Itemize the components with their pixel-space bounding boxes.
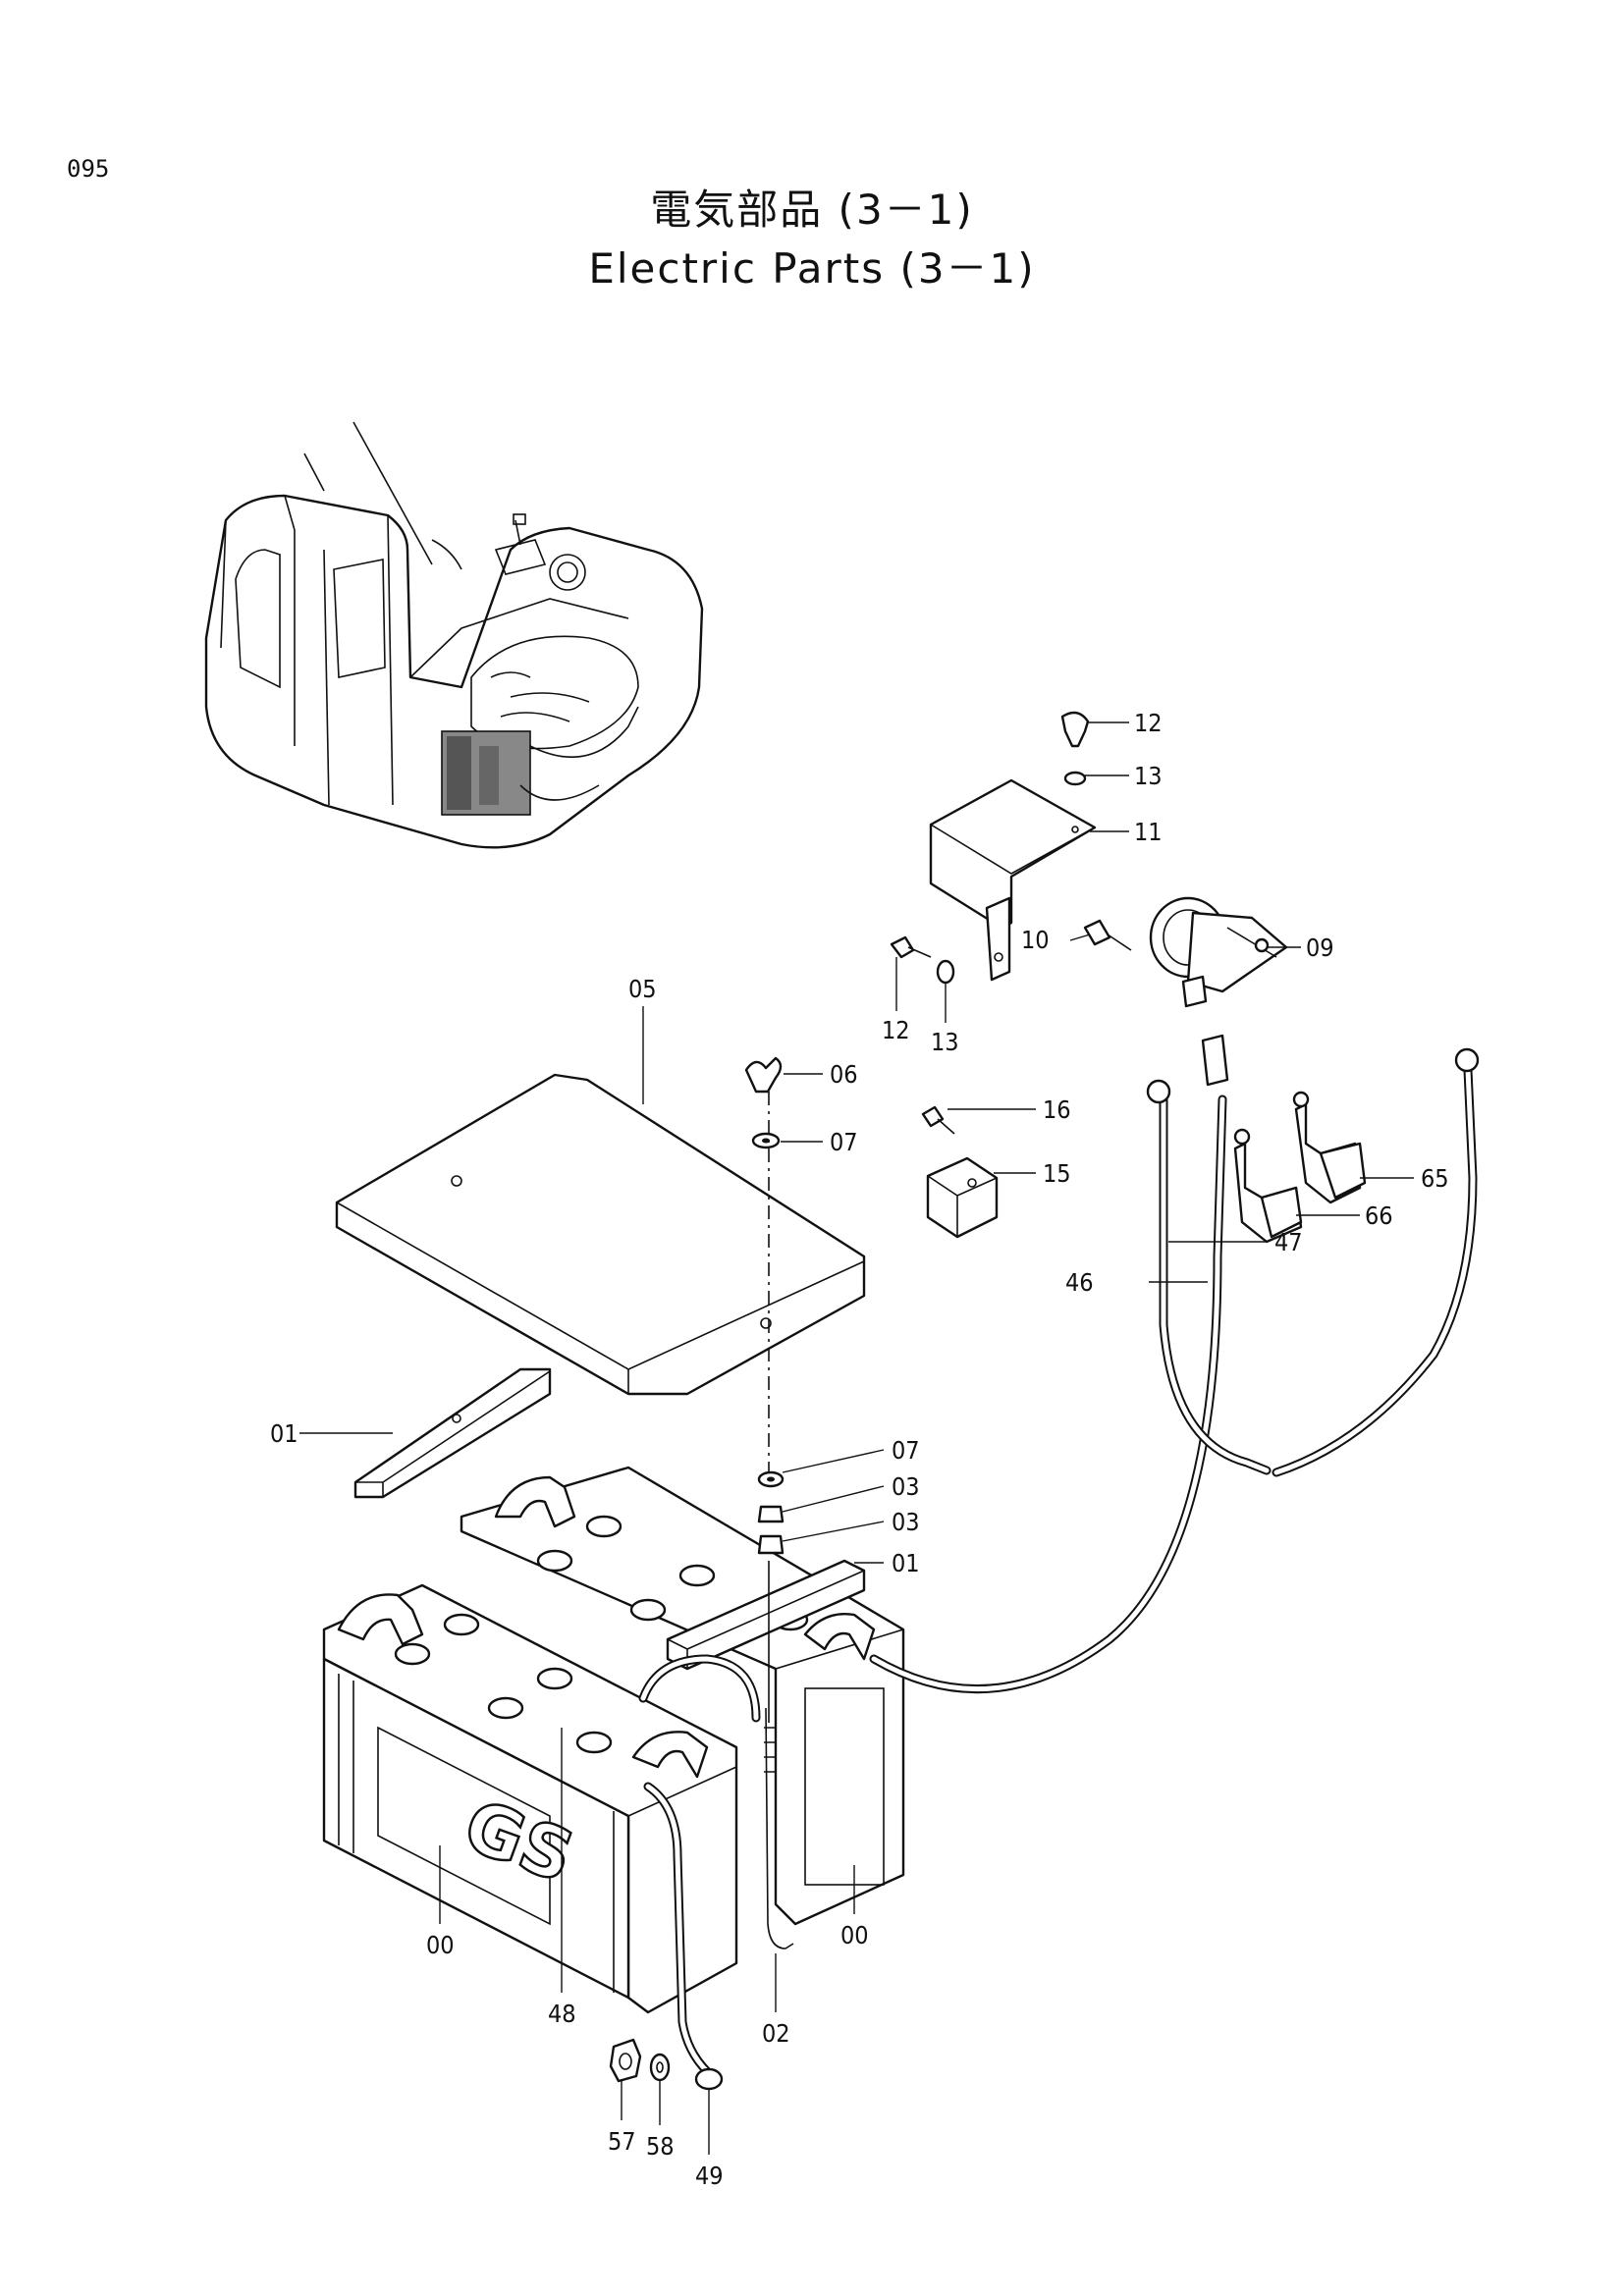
part-label-01-right: 01: [892, 1549, 920, 1577]
part-label-65: 65: [1421, 1164, 1449, 1193]
relay-15: [926, 1156, 999, 1239]
part-label-58: 58: [646, 2132, 675, 2161]
battery-relay: [1149, 896, 1288, 1008]
battery-cable-46: [869, 1095, 1227, 1694]
ground-cable-49: [643, 1782, 724, 2091]
terminal-cover-66: [1233, 1128, 1303, 1244]
part-label-66: 66: [1365, 1201, 1393, 1230]
screw-10: [1083, 919, 1132, 951]
part-label-15: 15: [1043, 1159, 1071, 1188]
hold-down-bolt: [764, 1092, 794, 1949]
nut-57: [609, 2038, 642, 2083]
part-label-00-rear: 00: [840, 1921, 869, 1949]
leader-lines: [299, 721, 1414, 2155]
page-number: 095: [67, 155, 110, 183]
bolt-12-side: [890, 935, 955, 985]
part-label-49: 49: [695, 2162, 724, 2190]
part-label-57: 57: [608, 2127, 636, 2156]
part-label-47: 47: [1274, 1228, 1303, 1256]
screw-16: [921, 1105, 955, 1135]
washer-58: [649, 2053, 671, 2082]
hold-down-bar-left: [353, 1367, 552, 1499]
part-label-05: 05: [628, 975, 657, 1003]
battery-cable-47: [1146, 1034, 1480, 1477]
wing-nut: [744, 1056, 783, 1149]
part-label-48: 48: [548, 2000, 576, 2028]
bolt-12-top: [1060, 711, 1090, 786]
part-label-09: 09: [1306, 934, 1334, 962]
part-label-02: 02: [762, 2019, 790, 2048]
page-title-english: Electric Parts (3－1): [588, 244, 1036, 293]
part-label-03-lower: 03: [892, 1508, 920, 1536]
part-label-13-side: 13: [931, 1028, 959, 1056]
battery-front-caps: [394, 1613, 613, 1754]
part-label-13: 13: [1134, 762, 1163, 790]
battery-front: GS: [322, 1583, 738, 2014]
part-label-07-lower: 07: [892, 1436, 920, 1465]
part-label-12: 12: [1134, 709, 1163, 737]
part-label-06: 06: [830, 1060, 858, 1089]
relay-bracket: [929, 778, 1097, 982]
part-label-10: 10: [1021, 926, 1050, 954]
excavator-overview-sketch: [204, 421, 704, 849]
washer-and-nut-stack: [757, 1470, 785, 1555]
part-label-07: 07: [830, 1128, 858, 1156]
hold-down-bar-right: [666, 1559, 866, 1671]
part-label-03: 03: [892, 1472, 920, 1501]
terminal-cover-65: [1292, 1091, 1367, 1204]
part-label-16: 16: [1043, 1095, 1071, 1124]
battery-cable-48: [638, 1654, 761, 1723]
battery-cover: [335, 1073, 866, 1396]
page-title-japanese: 電気部品 (3－1): [650, 186, 974, 234]
part-number-labels: 12 13 11 10 09 12 13 05 06 07 16 15 65 6…: [270, 709, 1449, 2190]
part-label-46: 46: [1065, 1268, 1094, 1297]
part-label-11: 11: [1134, 818, 1163, 846]
part-label-01: 01: [270, 1419, 298, 1448]
part-label-12-side: 12: [882, 1016, 910, 1044]
part-label-00-front: 00: [426, 1931, 455, 1959]
